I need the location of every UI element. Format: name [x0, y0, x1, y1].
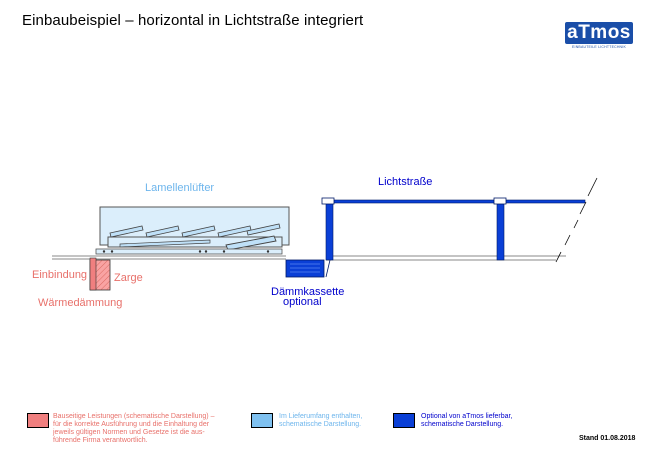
lichtstrasse-post-left [325, 202, 334, 261]
legend-swatch-scope [251, 413, 273, 428]
legend-swatch-optional [393, 413, 415, 428]
base-rail [95, 248, 283, 255]
zarge-insulation [89, 257, 111, 291]
einbindung-strip [89, 257, 97, 291]
logo-tagline: EINBAUTEILE LICHTTECHNIK [571, 45, 626, 49]
lamella-3 [181, 225, 216, 238]
stand-date: Stand 01.08.2018 [579, 435, 636, 442]
label-waermedaemmung: Wärmedämmung [38, 297, 123, 309]
label-zarge: Zarge [114, 272, 143, 284]
legend-text-optional: Optional von aTmos lieferbar, schematisc… [421, 413, 513, 428]
drive-rod [119, 239, 211, 248]
lamellas [109, 223, 281, 238]
logo-wordmark: aTmos [565, 22, 633, 44]
legend-swatch-site [27, 413, 49, 428]
lamellenluefter-unit [95, 206, 290, 255]
legend-text-site: Bauseitige Leistungen (schematische Dars… [53, 413, 215, 444]
lichtstrasse-top-rail [322, 199, 586, 204]
break-lines [555, 177, 598, 263]
connector-left [321, 197, 335, 205]
actuator [225, 235, 277, 251]
lamella-1 [109, 225, 144, 238]
legend-text-scope: Im Lieferumfang enthalten, schematische … [279, 413, 363, 428]
rail-fixings [102, 250, 270, 253]
lichtstrasse-post-right [496, 202, 505, 261]
roof-slab [52, 255, 566, 261]
atmos-logo: aTmos EINBAUTEILE LICHTTECHNIK [565, 22, 633, 50]
label-lamellenluefter: Lamellenlüfter [145, 182, 215, 194]
label-lichtstrasse: Lichtstraße [378, 176, 433, 188]
label-daemmkassette: Dämmkassette [271, 286, 345, 298]
lichtstrasse-structure [321, 197, 586, 278]
page-title: Einbaubeispiel – horizontal in Lichtstra… [22, 12, 364, 29]
label-daemmkassette-optional: optional [283, 296, 322, 308]
connector-right [493, 197, 507, 205]
daemmkassette [285, 259, 325, 278]
lamella-5 [246, 223, 281, 236]
label-einbindung: Einbindung [32, 269, 88, 281]
lamella-2 [145, 225, 180, 238]
